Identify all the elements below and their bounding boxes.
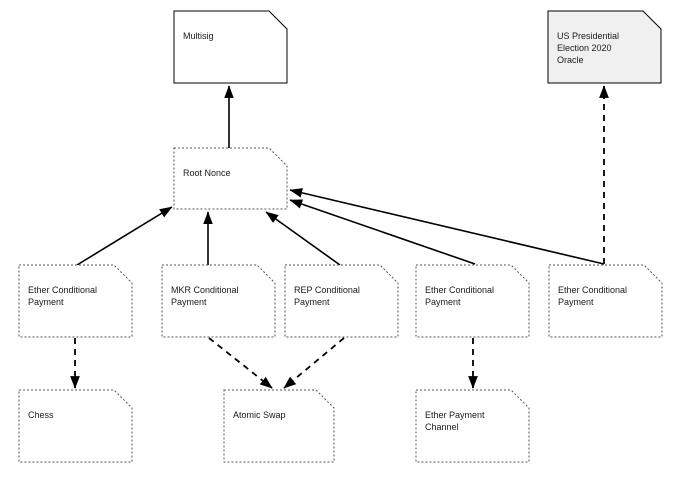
node-label-line: MKR Conditional: [171, 285, 239, 295]
node-label-line: Ether Conditional: [425, 285, 494, 295]
edge-ether-conditional-payment-1-to-root-nonce: [76, 206, 173, 266]
node-label-line: Payment: [28, 297, 64, 307]
node-root-nonce[interactable]: Root Nonce: [173, 147, 288, 210]
edge-ether-conditional-payment-2-to-root-nonce: [289, 199, 476, 265]
node-label-line: Channel: [425, 422, 459, 432]
node-label-line: Oracle: [557, 55, 584, 65]
node-label-line: US Presidential: [557, 31, 619, 41]
node-shape-rep-conditional-payment: [284, 264, 399, 338]
node-label-line: Payment: [171, 297, 207, 307]
node-shape-multisig: [173, 10, 288, 84]
node-label-chess: Chess: [28, 410, 54, 420]
node-multisig[interactable]: Multisig: [173, 10, 288, 84]
edges-layer: [70, 85, 609, 389]
node-shape-ether-conditional-payment-1: [18, 264, 133, 338]
node-label-line: Ether Conditional: [558, 285, 627, 295]
node-shape-root-nonce: [173, 147, 288, 210]
node-label-line: Election 2020: [557, 43, 612, 53]
node-label-line: REP Conditional: [294, 285, 360, 295]
node-shape-ether-conditional-payment-2: [415, 264, 530, 338]
node-chess[interactable]: Chess: [18, 389, 133, 463]
node-label-atomic-swap: Atomic Swap: [233, 410, 286, 420]
node-label-root-nonce: Root Nonce: [183, 168, 231, 178]
edge-rep-conditional-payment-to-root-nonce: [265, 211, 341, 266]
node-label-line: Atomic Swap: [233, 410, 286, 420]
node-shape-ether-conditional-payment-3: [548, 264, 663, 338]
node-label-line: Ether Payment: [425, 410, 485, 420]
node-label-line: Root Nonce: [183, 168, 231, 178]
edge-mkr-conditional-payment-to-atomic-swap: [208, 337, 273, 389]
node-shape-atomic-swap: [223, 389, 335, 463]
node-label-line: Payment: [558, 297, 594, 307]
node-label-line: Payment: [425, 297, 461, 307]
edge-ether-conditional-payment-3-to-root-nonce: [289, 188, 605, 265]
node-shape-oracle: [547, 10, 662, 84]
node-shape-chess: [18, 389, 133, 463]
node-shape-ether-payment-channel: [415, 389, 530, 463]
node-label-line: Payment: [294, 297, 330, 307]
node-atomic-swap[interactable]: Atomic Swap: [223, 389, 335, 463]
node-label-line: Chess: [28, 410, 54, 420]
node-label-line: Ether Conditional: [28, 285, 97, 295]
edge-rep-conditional-payment-to-atomic-swap: [283, 337, 345, 389]
node-label-line: Multisig: [183, 31, 214, 41]
node-shape-mkr-conditional-payment: [161, 264, 276, 338]
node-label-multisig: Multisig: [183, 31, 214, 41]
